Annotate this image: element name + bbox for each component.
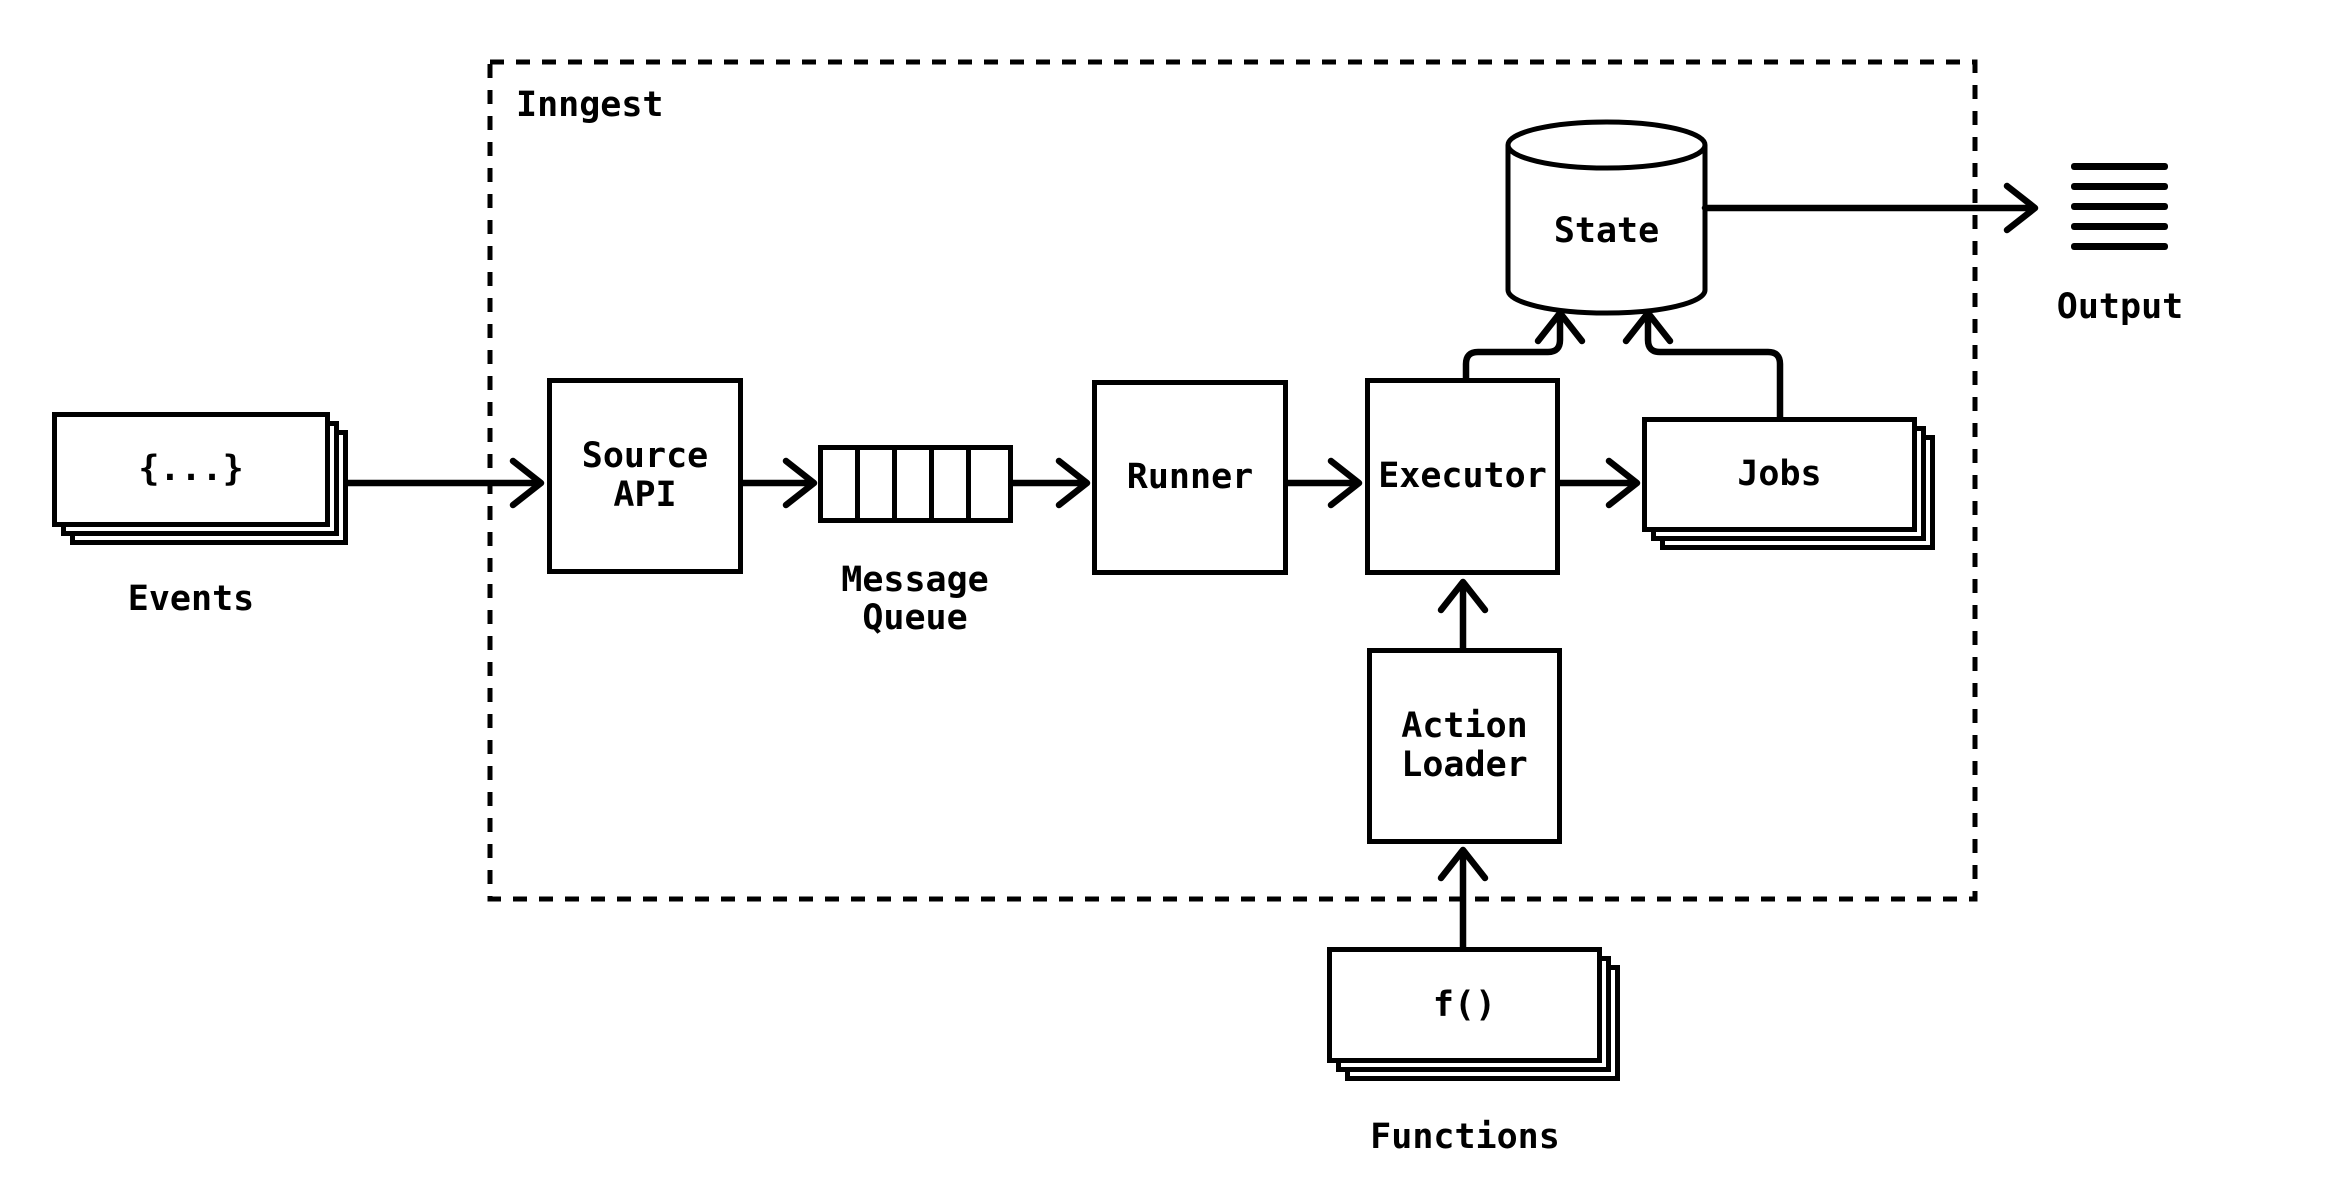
message-queue-icon: [818, 445, 1013, 523]
output-line: [2071, 223, 2168, 230]
arrow-action-loader-to-executor: [1437, 578, 1489, 652]
functions-node: f(): [1327, 947, 1620, 1081]
output-line: [2071, 163, 2168, 170]
source-api-node: Source API: [547, 378, 743, 574]
arrow-functions-to-action-loader: [1437, 846, 1489, 951]
arrow-executor-to-state: [1462, 309, 1586, 382]
message-queue-label: Message Queue: [841, 560, 989, 638]
arrow-runner-to-executor: [1284, 457, 1363, 509]
json-braces-icon: {...}: [138, 449, 244, 489]
output-lines-icon: [2071, 163, 2168, 250]
arrow-jobs-to-state: [1622, 309, 1784, 421]
jobs-card-label: Jobs: [1737, 454, 1822, 494]
output-line: [2071, 203, 2168, 210]
arrow-state-to-output: [1701, 182, 2039, 234]
output-label: Output: [2056, 287, 2184, 327]
action-loader-node: Action Loader: [1367, 648, 1562, 844]
queue-cell: [971, 450, 1008, 518]
queue-cell: [860, 450, 897, 518]
functions-label: Functions: [1370, 1117, 1560, 1157]
runner-node: Runner: [1092, 380, 1288, 575]
output-line: [2071, 243, 2168, 250]
queue-cell: [897, 450, 934, 518]
arrow-source-api-to-message-queue: [739, 457, 818, 509]
state-node-label: State: [1553, 211, 1660, 251]
executor-node: Executor: [1365, 378, 1560, 575]
database-icon: [1505, 119, 1708, 316]
output-line: [2071, 183, 2168, 190]
queue-cell: [823, 450, 860, 518]
events-label: Events: [127, 579, 255, 619]
events-node: {...}: [52, 412, 348, 545]
jobs-card: Jobs: [1642, 417, 1917, 532]
inngest-container-label: Inngest: [516, 85, 664, 125]
functions-card: f(): [1327, 947, 1602, 1063]
function-icon: f(): [1432, 984, 1497, 1025]
events-card: {...}: [52, 412, 330, 527]
jobs-node: Jobs: [1642, 417, 1935, 550]
arrow-events-to-source-api: [344, 457, 545, 509]
queue-cell: [934, 450, 971, 518]
arrow-executor-to-jobs: [1556, 457, 1641, 509]
arrow-message-queue-to-runner: [1009, 457, 1091, 509]
